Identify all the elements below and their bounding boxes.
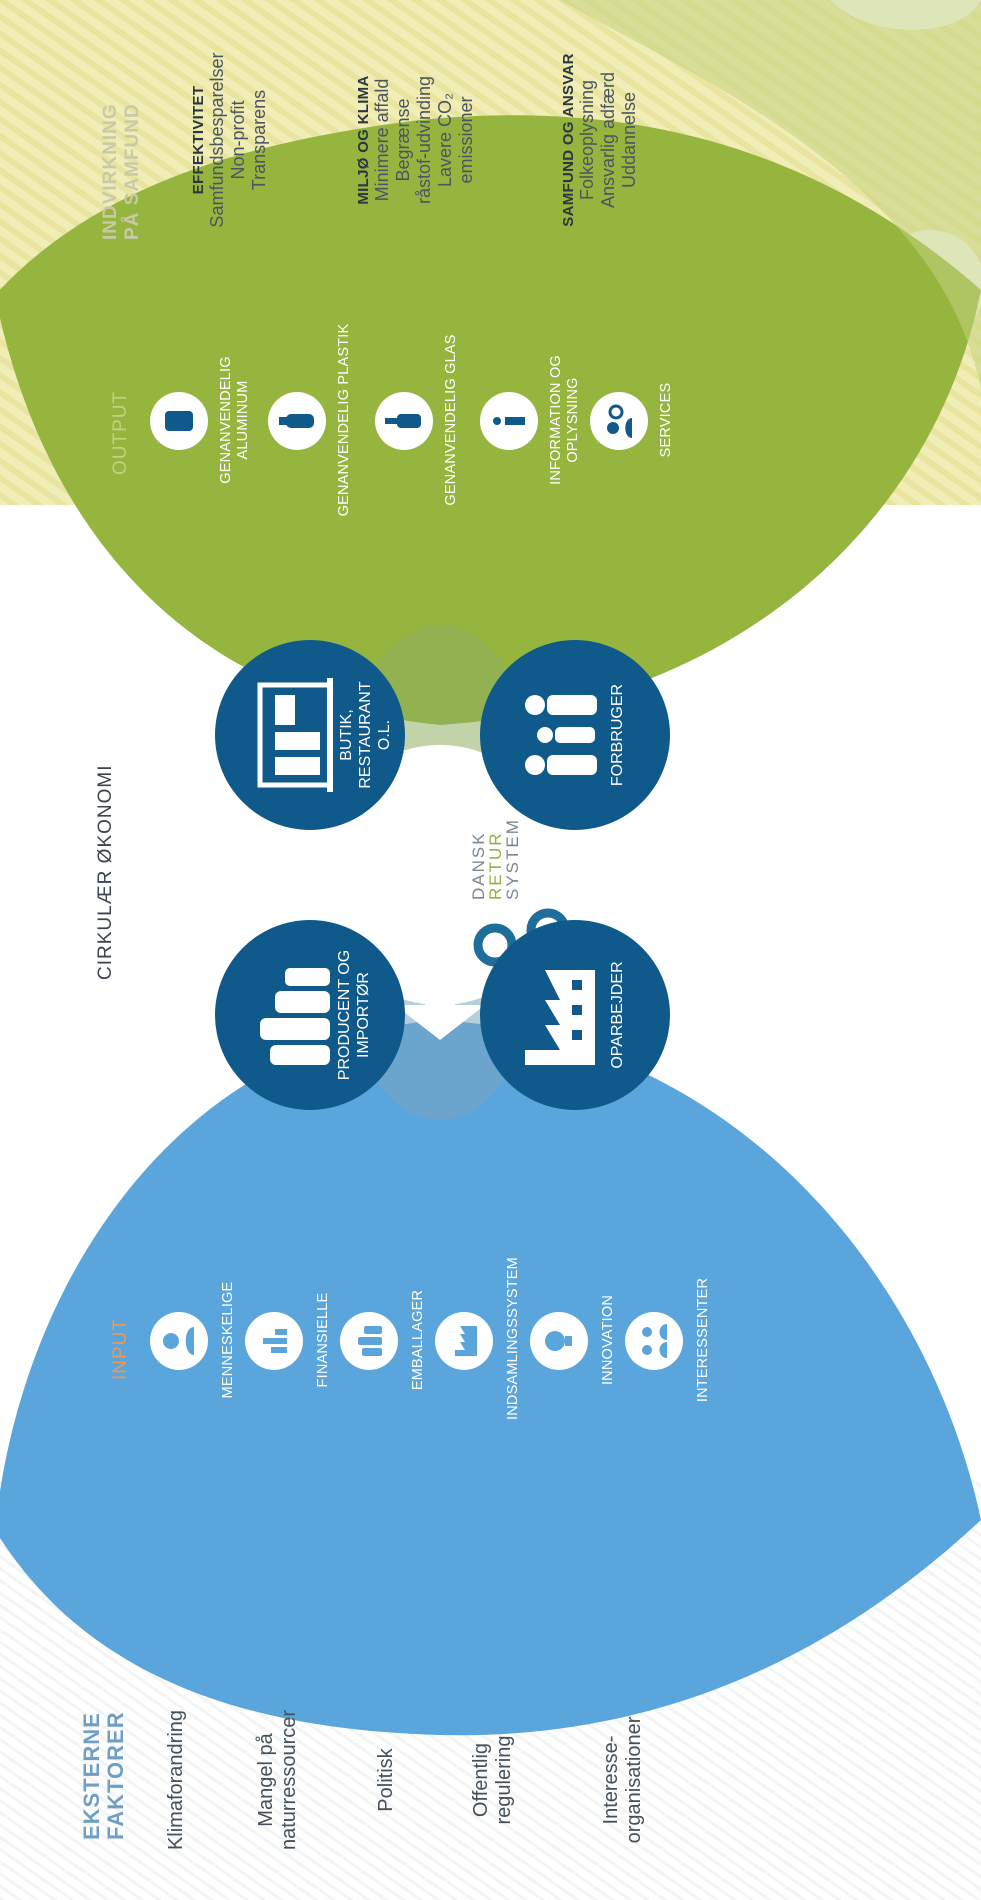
input-label-finansielle: FINANSIELLE (315, 1292, 331, 1388)
arrow-right (395, 785, 485, 852)
external-factor-5: Interesse- organisationer (600, 1716, 645, 1844)
input-label-emballager: EMBALLAGER (410, 1289, 426, 1391)
input-label-interessenter: INTERESSENTER (695, 1277, 711, 1403)
dansk-retur-system-logo: DANSK RETUR SYSTEM (469, 818, 522, 900)
producer-label: PRODUCENT OG IMPORTØR (336, 949, 372, 1081)
external-factor-3: Politisk (375, 1748, 397, 1812)
glass-bottle-icon (375, 392, 433, 450)
output-label-aluminum: GENANVENDELIG ALUMINUM (218, 356, 251, 484)
bar-chart-icon (245, 1312, 303, 1370)
impact-title: INDVIRKNING PÅ SAMFUND (100, 103, 143, 240)
producer-node: PRODUCENT OG IMPORTØR (215, 920, 405, 1110)
input-label-menneskelige: MENNESKELIGE (220, 1281, 236, 1399)
info-icon (480, 392, 538, 450)
lightbulb-icon (530, 1312, 588, 1370)
processor-node: OPARBEJDER (480, 920, 670, 1110)
packaging-icon (340, 1312, 398, 1370)
impact-group-miljo: MILJØ OG KLIMA Minimere affald Begrænse … (355, 75, 476, 205)
person-icon (150, 1312, 208, 1370)
output-label-plastik: GENANVENDELIG PLASTIK (336, 323, 352, 517)
shop-label: BUTIK, RESTAURANT O.L. (338, 681, 393, 789)
output-label-information: INFORMATION OG OPLYSNING (548, 355, 581, 485)
collection-factory-icon (435, 1312, 493, 1370)
output-label-services: SERVICES (658, 382, 674, 458)
impact-group-samfund: SAMFUND OG ANSVAR Folkeoplysning Ansvarl… (560, 53, 639, 227)
can-icon (150, 392, 208, 450)
input-title: INPUT (110, 1318, 131, 1380)
services-icon (590, 392, 648, 450)
bottles-icon (260, 968, 330, 1065)
output-title: OUTPUT (110, 390, 131, 475)
shop-icon (257, 678, 333, 792)
consumer-label: FORBRUGER (609, 683, 626, 787)
impact-group-effektivitet: EFFEKTIVITET Samfundsbesparelser Non-pro… (190, 52, 269, 228)
shop-node: BUTIK, RESTAURANT O.L. (215, 640, 405, 830)
output-label-glas: GENANVENDELIG GLAS (443, 334, 459, 506)
input-label-innovation: INNOVATION (600, 1294, 616, 1386)
external-factor-2: Mangel på naturressourcer (255, 1709, 300, 1851)
processor-label: OPARBEJDER (609, 961, 626, 1069)
consumer-node: FORBRUGER (480, 640, 670, 830)
plastic-bottle-icon (268, 392, 326, 450)
input-label-indsamlingssystem: INDSAMLINGSSYSTEM (505, 1257, 521, 1420)
factory-icon (525, 970, 595, 1065)
family-icon (525, 695, 597, 775)
input-shape (0, 1020, 981, 1736)
stakeholders-icon (625, 1312, 683, 1370)
center-title: CIRKULÆR ØKONOMI (95, 764, 116, 980)
external-title: EKSTERNE FAKTORER (79, 1711, 128, 1840)
arrow-left (395, 972, 485, 1040)
external-factor-4: Offentlig regulering (470, 1735, 515, 1825)
external-factor-1: Klimaforandring (165, 1709, 187, 1851)
